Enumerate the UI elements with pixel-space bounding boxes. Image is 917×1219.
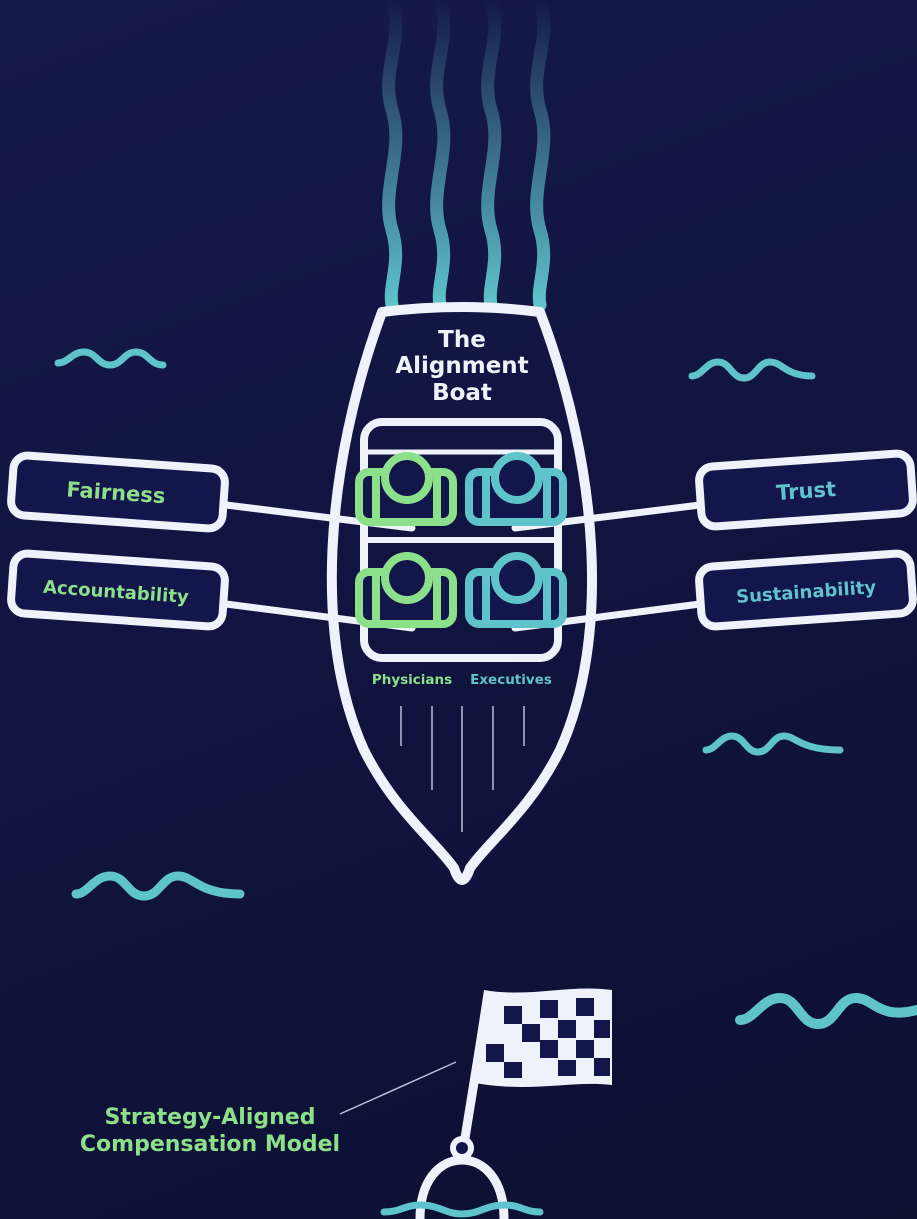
wave-icon xyxy=(58,352,163,365)
physicians-label: Physicians xyxy=(372,672,452,688)
goal-label-line-1: Strategy-Aligned xyxy=(105,1105,316,1130)
goal-label-line-2: Compensation Model xyxy=(80,1132,340,1157)
oar-accountability: Accountability xyxy=(10,553,226,628)
checkered-flag-icon xyxy=(470,988,612,1087)
wave-icon xyxy=(692,362,812,378)
boat-title-line-3: Boat xyxy=(432,380,492,406)
executives-label: Executives xyxy=(470,672,552,688)
goal-buoy xyxy=(384,988,612,1219)
rower-icon xyxy=(469,456,563,522)
oar-sustainability: Sustainability xyxy=(698,553,914,628)
boat-title-line-1: The xyxy=(438,327,486,353)
boat-title-line-2: Alignment xyxy=(395,353,528,379)
rower-icon xyxy=(359,456,453,522)
wave-icon xyxy=(384,1205,540,1214)
wave-icon xyxy=(740,998,917,1024)
goal-leader-line xyxy=(340,1062,456,1114)
rower-icon xyxy=(359,556,453,624)
oar-label-trust: Trust xyxy=(775,477,836,505)
wave-icon xyxy=(76,876,240,896)
oar-fairness: Fairness xyxy=(10,455,226,530)
rower-icon xyxy=(469,556,563,624)
wave-icon xyxy=(706,736,840,752)
oar-trust: Trust xyxy=(698,453,914,528)
wake-lines xyxy=(389,0,544,305)
